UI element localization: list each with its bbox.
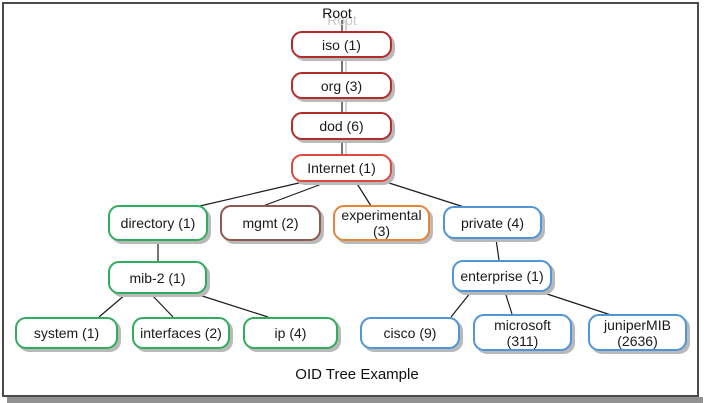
root-label: Root — [322, 5, 352, 21]
tree-node-internet: Internet (1) — [291, 154, 392, 182]
diagram-frame — [2, 2, 699, 397]
tree-node-mgmt: mgmt (2) — [220, 205, 321, 241]
tree-node-cisco: cisco (9) — [360, 317, 460, 349]
frame-bottom-shadow — [7, 397, 703, 403]
tree-node-iso: iso (1) — [291, 31, 392, 58]
tree-node-private: private (4) — [443, 206, 542, 239]
tree-node-mib2: mib-2 (1) — [108, 261, 207, 294]
tree-node-directory: directory (1) — [108, 205, 208, 241]
tree-node-juniper: juniperMIB (2636) — [588, 314, 687, 351]
tree-node-system: system (1) — [15, 317, 118, 349]
root-label-shadow: Root — [327, 12, 357, 28]
tree-node-ip: ip (4) — [243, 317, 338, 349]
tree-node-experimental: experimental (3) — [333, 205, 430, 241]
tree-node-dod: dod (6) — [291, 112, 392, 140]
tree-node-enterprise: enterprise (1) — [452, 260, 552, 292]
tree-node-microsoft: microsoft (311) — [473, 314, 572, 351]
diagram-caption: OID Tree Example — [295, 366, 419, 383]
tree-node-interfaces: interfaces (2) — [132, 317, 230, 349]
tree-node-org: org (3) — [291, 72, 392, 99]
